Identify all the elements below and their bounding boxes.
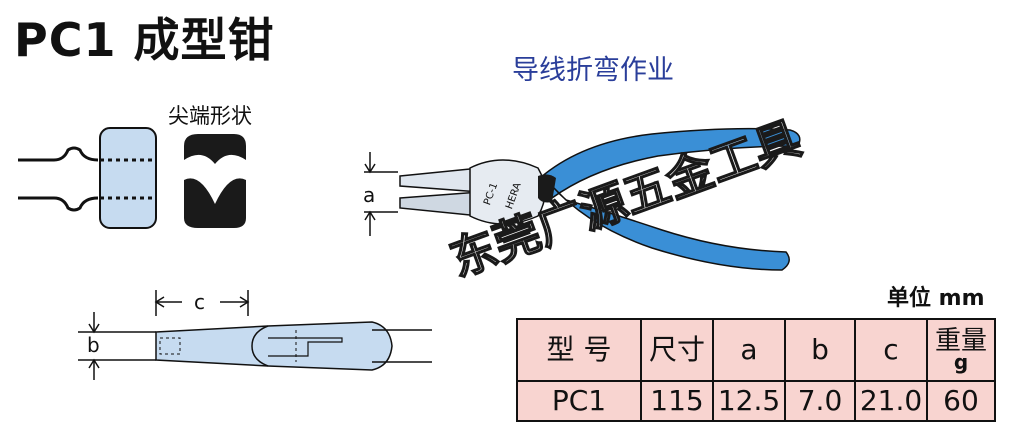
cell-model: PC1 [516, 380, 642, 422]
tip-shape-diagram [18, 127, 246, 229]
header-weight: 重量 g [926, 318, 996, 382]
header-model: 型 号 [516, 318, 642, 382]
header-c: c [854, 318, 928, 382]
table-row: PC1 115 12.5 7.0 21.0 60 [516, 380, 996, 422]
header-weight-label: 重量 [934, 326, 987, 356]
pliers-diagram: a PC-1 HERA [363, 127, 801, 271]
spec-table-header-row: 型 号 尺寸 a b c 重量 g [516, 318, 996, 382]
tip-side-diagram: c b [78, 290, 432, 380]
cell-weight: 60 [926, 380, 996, 422]
header-b: b [784, 318, 856, 382]
tip-cross-section [184, 134, 246, 228]
header-weight-unit: g [953, 350, 969, 374]
tip-shape-label: 尖端形状 [168, 104, 252, 128]
cell-c: 21.0 [854, 380, 928, 422]
header-size: 尺寸 [640, 318, 714, 382]
dimension-a-label: a [363, 183, 375, 207]
dimension-c-label: c [194, 290, 205, 314]
cell-a: 12.5 [712, 380, 786, 422]
page-title: PC1 成型钳 [14, 13, 275, 67]
cell-size: 115 [640, 380, 714, 422]
dimension-b-label: b [87, 333, 100, 357]
header-a: a [712, 318, 786, 382]
cell-b: 7.0 [784, 380, 856, 422]
page-subtitle: 导线折弯作业 [512, 55, 674, 86]
unit-label: 单位 mm [887, 286, 985, 311]
spec-table: 型 号 尺寸 a b c 重量 g PC1 115 12.5 7.0 21.0 … [516, 318, 996, 422]
